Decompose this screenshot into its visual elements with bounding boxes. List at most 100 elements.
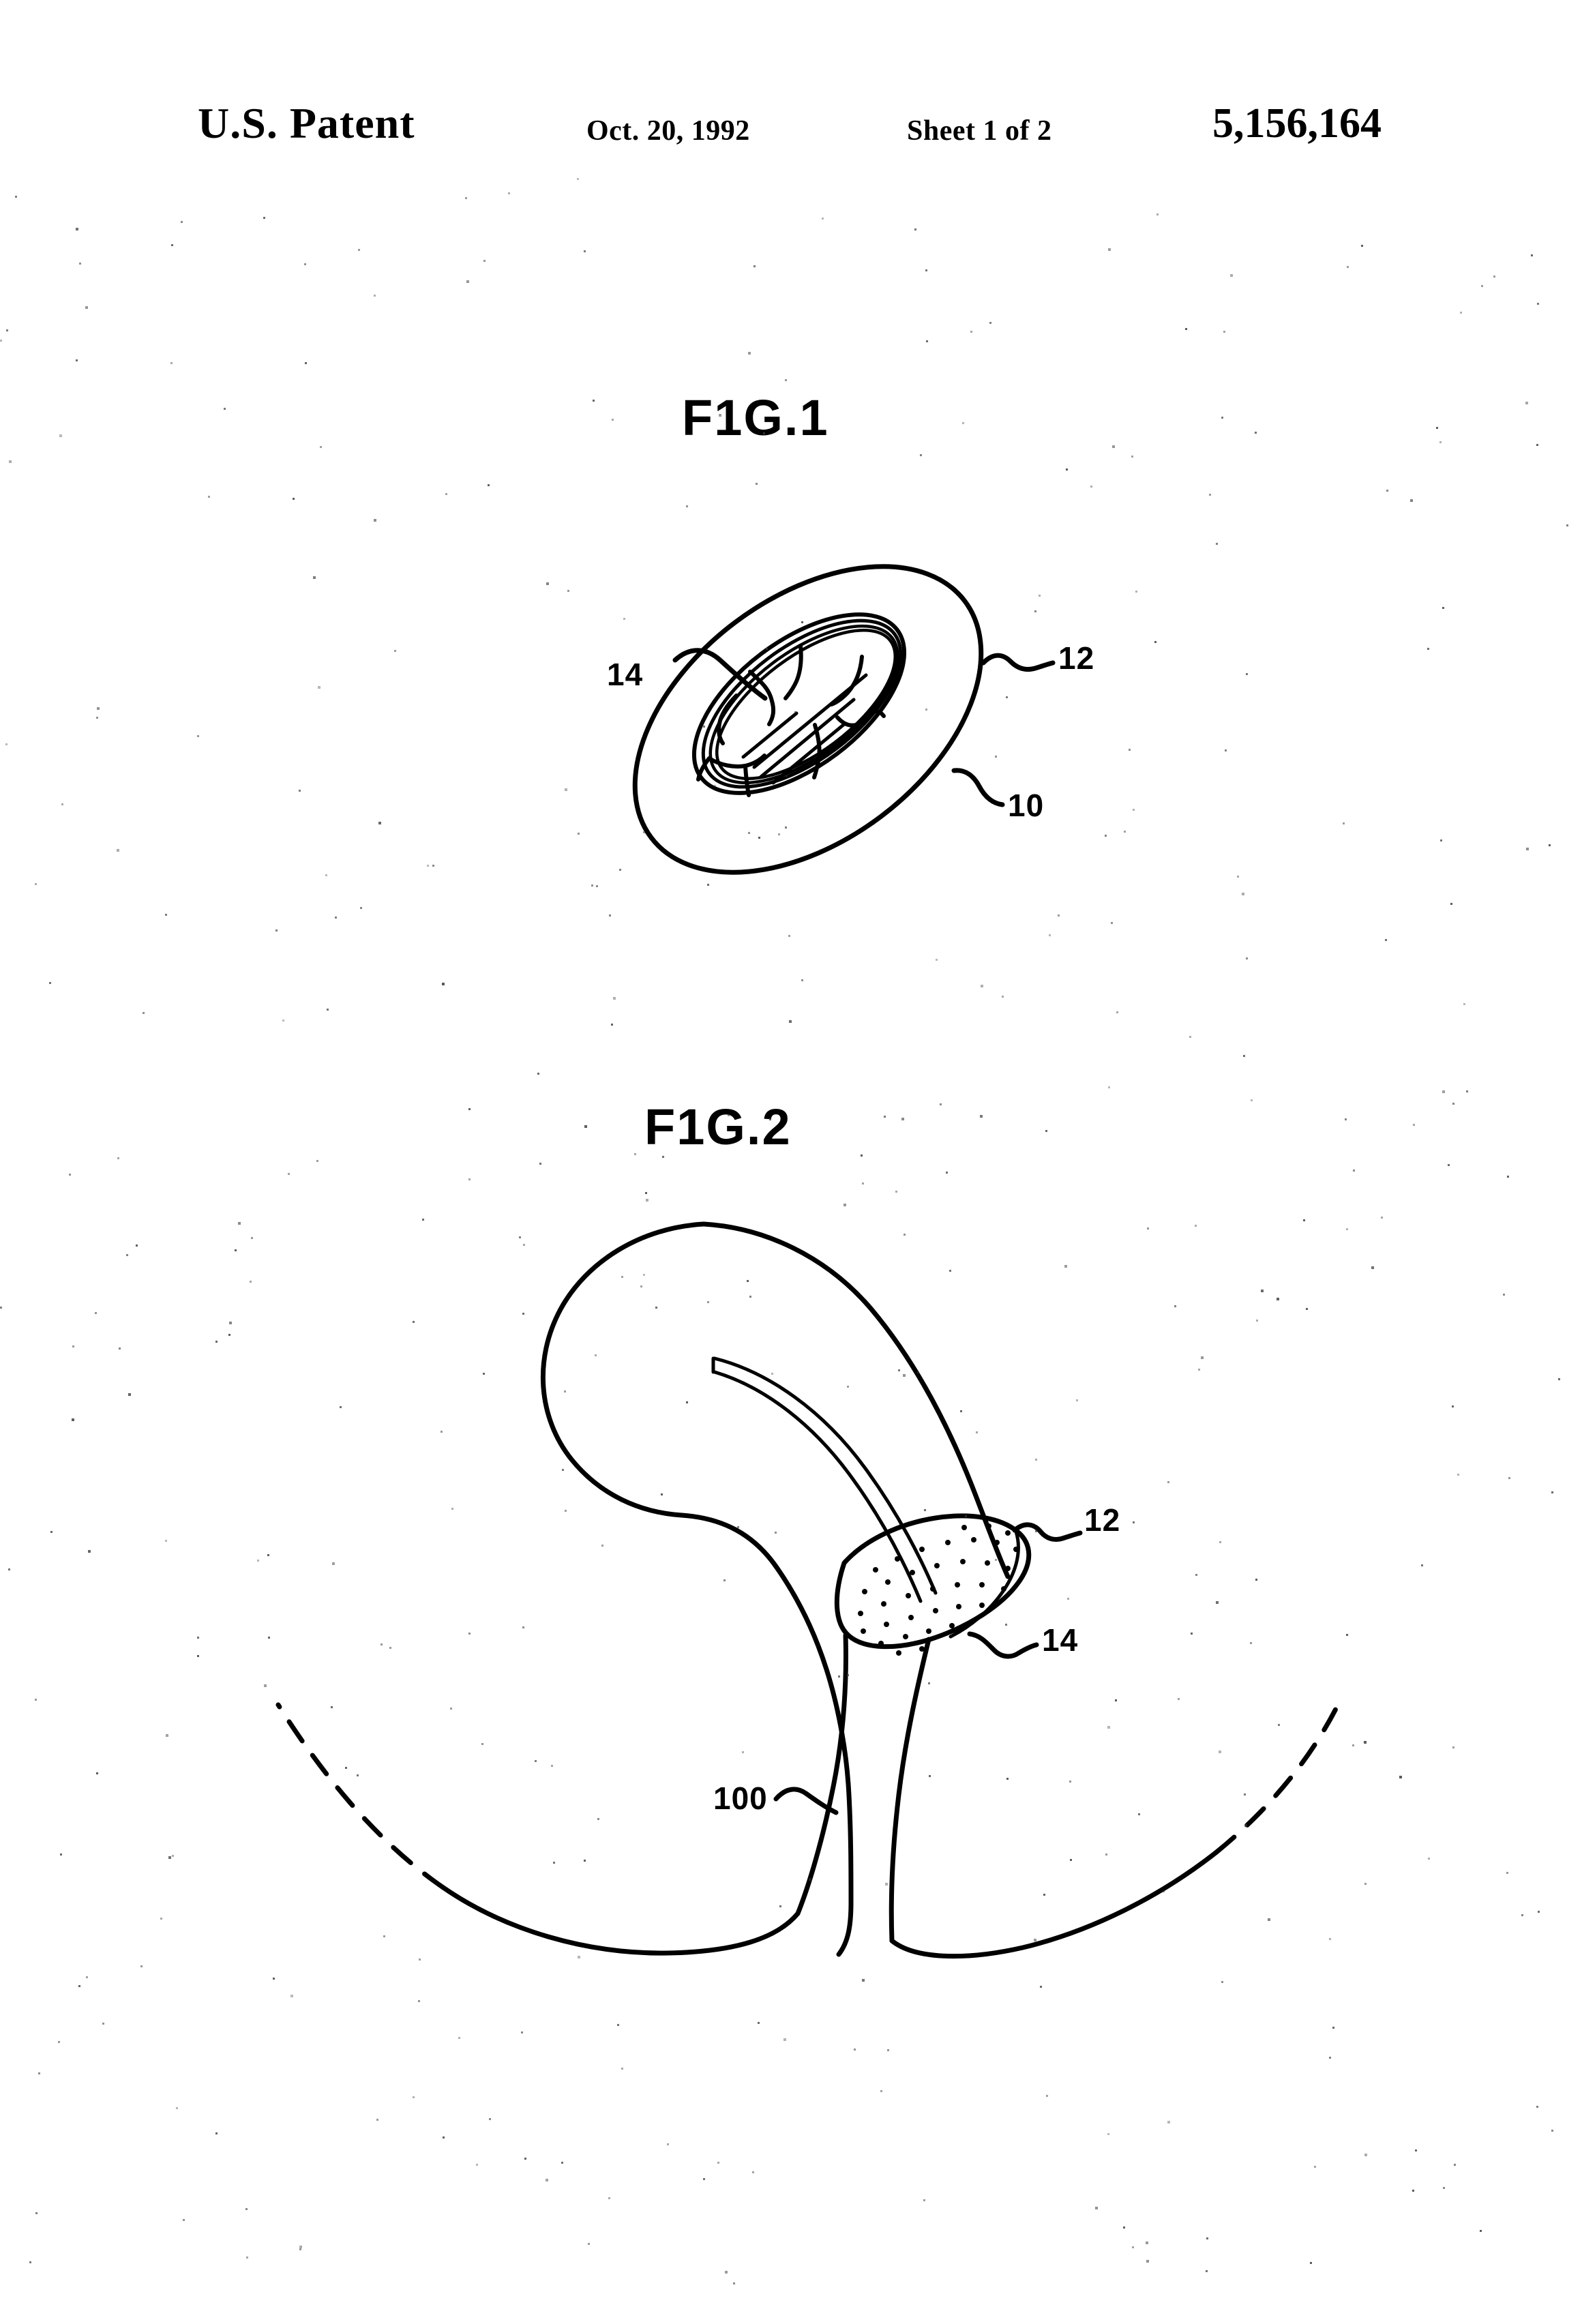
fig1-aperture-tissue-detail bbox=[696, 644, 886, 797]
scan-speck bbox=[1133, 809, 1135, 811]
scan-speck bbox=[320, 446, 322, 448]
fig1-ref-10: 10 bbox=[1008, 788, 1045, 823]
scan-speck bbox=[316, 1160, 318, 1162]
scan-speck bbox=[331, 1706, 333, 1708]
scan-speck bbox=[929, 1775, 931, 1777]
scan-speck bbox=[524, 2158, 526, 2160]
scan-speck bbox=[1191, 1633, 1193, 1635]
scan-speck bbox=[489, 2118, 491, 2120]
neck-right-edge bbox=[889, 1637, 931, 1943]
rim-ring-4 bbox=[715, 628, 897, 781]
scan-speck bbox=[1352, 1744, 1354, 1746]
scan-speck bbox=[1043, 1894, 1045, 1896]
scan-speck bbox=[645, 1192, 647, 1194]
scan-speck bbox=[862, 1182, 864, 1185]
scan-speck bbox=[374, 295, 376, 297]
scan-speck bbox=[95, 1312, 97, 1314]
scan-speck bbox=[1256, 1320, 1258, 1322]
scan-speck bbox=[578, 1956, 580, 1958]
rim-ring-3 bbox=[708, 624, 899, 785]
scan-speck bbox=[1536, 2106, 1538, 2108]
scan-speck bbox=[612, 419, 614, 421]
scan-speck bbox=[970, 331, 972, 333]
scan-speck bbox=[1035, 1459, 1037, 1461]
scan-speck bbox=[771, 1373, 773, 1375]
scan-speck bbox=[257, 1560, 259, 1562]
scan-speck bbox=[1454, 2164, 1456, 2166]
scan-speck bbox=[980, 1115, 983, 1118]
scan-speck bbox=[1115, 1699, 1117, 1701]
scan-speck bbox=[523, 1244, 525, 1246]
scan-speck bbox=[1002, 996, 1004, 998]
scan-speck bbox=[838, 1675, 840, 1678]
scan-speck bbox=[1251, 1099, 1253, 1101]
scan-speck bbox=[788, 935, 790, 937]
scan-speck bbox=[250, 1281, 252, 1283]
scan-speck bbox=[1108, 248, 1111, 251]
scan-speck bbox=[1216, 543, 1218, 545]
scan-speck bbox=[1521, 1914, 1523, 1916]
scan-speck bbox=[197, 735, 199, 737]
scan-speck bbox=[165, 1540, 167, 1542]
scan-speck bbox=[160, 1918, 162, 1920]
scan-speck bbox=[1277, 1298, 1279, 1300]
scan-speck bbox=[1261, 1290, 1264, 1292]
scan-speck bbox=[1221, 1981, 1223, 1983]
scan-speck bbox=[924, 1509, 926, 1511]
scan-speck bbox=[466, 280, 469, 283]
scan-speck bbox=[1198, 1369, 1200, 1371]
scan-speck bbox=[801, 979, 803, 981]
fig2-ref-100: 100 bbox=[713, 1781, 768, 1816]
scan-speck bbox=[273, 1978, 275, 1980]
scan-speck bbox=[611, 1024, 613, 1026]
scan-speck bbox=[49, 982, 51, 984]
scan-speck bbox=[1428, 1858, 1430, 1860]
scan-speck bbox=[380, 1643, 383, 1645]
scan-speck bbox=[1243, 1055, 1245, 1057]
scan-speck bbox=[748, 352, 751, 355]
scan-speck bbox=[9, 460, 12, 463]
scan-speck bbox=[686, 505, 688, 507]
scan-speck bbox=[235, 1249, 237, 1251]
scan-speck bbox=[264, 1684, 267, 1687]
scan-speck bbox=[928, 1682, 930, 1684]
scan-speck bbox=[546, 582, 549, 585]
scan-speck bbox=[228, 1334, 230, 1336]
scan-speck bbox=[597, 1818, 599, 1820]
scan-speck bbox=[72, 1418, 74, 1421]
leader-line-14 bbox=[672, 648, 768, 701]
scan-speck bbox=[1526, 848, 1529, 850]
scan-speck bbox=[197, 1655, 199, 1657]
scan-speck bbox=[926, 340, 928, 342]
scan-speck bbox=[374, 519, 376, 522]
scan-speck bbox=[923, 2199, 925, 2201]
scan-speck bbox=[1452, 1405, 1454, 1407]
scan-speck bbox=[578, 833, 580, 835]
scan-speck bbox=[468, 1178, 471, 1180]
scan-speck bbox=[60, 1853, 62, 1856]
scan-speck bbox=[976, 1431, 978, 1433]
scan-speck bbox=[1345, 1118, 1347, 1120]
scan-speck bbox=[450, 1708, 452, 1710]
scan-speck bbox=[246, 2256, 248, 2259]
fig1-ref-12: 12 bbox=[1058, 640, 1095, 676]
scan-speck bbox=[809, 1878, 811, 1881]
scan-speck bbox=[861, 1154, 863, 1157]
scan-speck bbox=[299, 2246, 302, 2248]
scan-speck bbox=[655, 1307, 657, 1309]
scan-speck bbox=[1206, 2270, 1208, 2272]
scan-speck bbox=[1046, 2095, 1048, 2097]
scan-speck bbox=[1346, 1634, 1348, 1636]
leader-line-12 bbox=[1012, 1522, 1083, 1543]
scan-speck bbox=[617, 2024, 619, 2026]
leader-line-10 bbox=[951, 768, 1005, 807]
scan-speck bbox=[1250, 1642, 1252, 1644]
scan-speck bbox=[1440, 839, 1442, 841]
scan-speck bbox=[96, 717, 98, 719]
scan-speck bbox=[752, 2171, 754, 2173]
scan-speck bbox=[936, 959, 938, 961]
scan-speck bbox=[1364, 1883, 1367, 1885]
scan-speck bbox=[1129, 749, 1131, 751]
scan-speck bbox=[584, 250, 586, 252]
scan-speck bbox=[168, 1856, 171, 1859]
